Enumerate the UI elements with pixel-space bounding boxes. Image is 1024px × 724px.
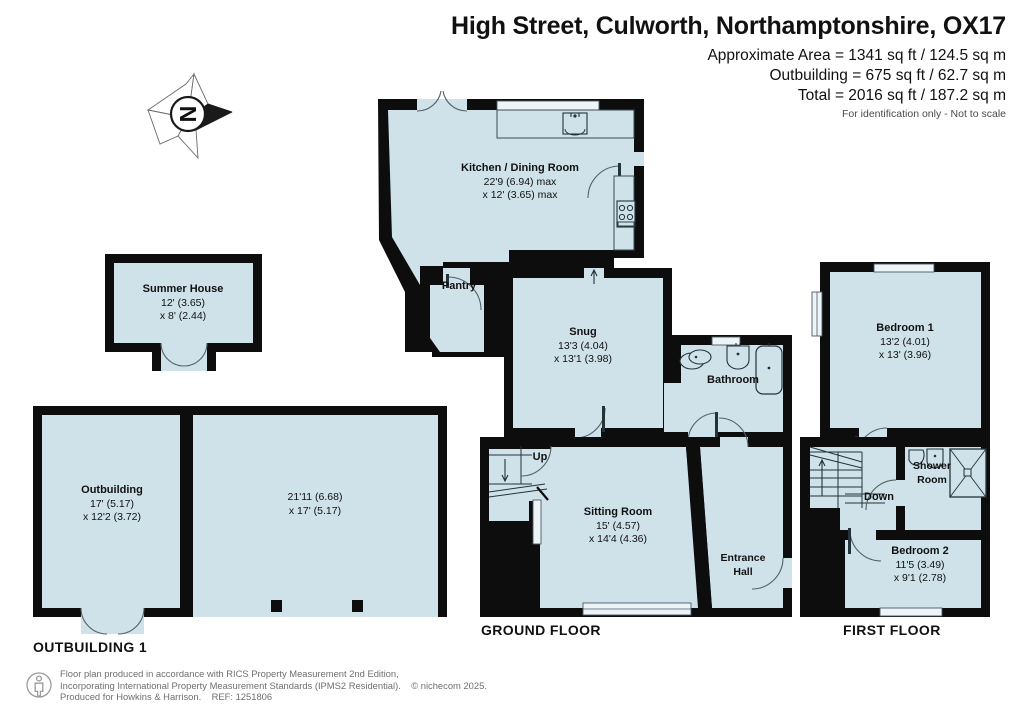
sitting-room-dim-2: x 14'4 (4.36)	[588, 533, 648, 545]
footer-copyright: © nichecom 2025.	[411, 679, 487, 691]
bedroom-2-dim-2: x 9'1 (2.78)	[893, 572, 947, 584]
compass-rose: N	[146, 72, 233, 160]
bedroom-2-dim-1: 11'5 (3.49)	[895, 558, 945, 571]
ground-floor-structure	[378, 90, 792, 617]
page-title: High Street, Culworth, Northamptonshire,…	[451, 12, 1006, 40]
shower-room-name-line1: Shower	[913, 460, 951, 472]
room-label-bedroom-2: Bedroom 2 11'5 (3.49) x 9'1 (2.78)	[891, 545, 948, 586]
caption-ground-floor: GROUND FLOOR	[481, 622, 601, 638]
room-label-outbuilding-b: 21'11 (6.68) x 17' (5.17)	[288, 491, 343, 518]
bedroom-2-name: Bedroom 2	[891, 545, 949, 557]
pantry-name: Pantry	[441, 280, 477, 292]
room-label-sitting-room: Sitting Room 15' (4.57) x 14'4 (4.36)	[584, 506, 652, 547]
first-floor-structure	[800, 262, 990, 617]
surveyor-person-icon	[26, 672, 52, 698]
outbuilding-structure	[33, 406, 447, 635]
kitchen-name: Kitchen / Dining Room	[461, 162, 579, 174]
summer-house-dim-1: 12' (3.65)	[160, 296, 206, 309]
kitchen-dim-1: 22'9 (6.94) max	[483, 175, 557, 188]
entrance-hall-name-line1: Entrance	[720, 552, 766, 564]
stair-label-up: Up	[532, 451, 548, 463]
outbuilding-area-line: Outbuilding = 675 sq ft / 62.7 sq m	[769, 67, 1006, 84]
footer-text: Floor plan produced in accordance with R…	[60, 668, 487, 703]
sitting-room-dim-1: 15' (4.57)	[595, 519, 641, 532]
snug-dim-1: 13'3 (4.04)	[558, 339, 608, 352]
svg-text:N: N	[175, 106, 201, 123]
disclaimer-note: For identification only - Not to scale	[842, 108, 1006, 120]
room-label-bedroom-1: Bedroom 1 13'2 (4.01) x 13' (3.96)	[876, 322, 933, 363]
room-label-kitchen: Kitchen / Dining Room 22'9 (6.94) max x …	[461, 162, 579, 203]
caption-first-floor: FIRST FLOOR	[843, 622, 941, 638]
room-label-outbuilding-a: Outbuilding 17' (5.17) x 12'2 (3.72)	[81, 484, 143, 525]
kitchen-dim-2: x 12' (3.65) max	[482, 189, 558, 201]
caption-outbuilding-1: OUTBUILDING 1	[33, 639, 148, 655]
bedroom-1-name: Bedroom 1	[876, 322, 934, 334]
room-label-summer-house: Summer House 12' (3.65) x 8' (2.44)	[143, 283, 224, 324]
room-label-shower-room: Shower Room	[913, 460, 951, 487]
footer-produced-for: Produced for Howkins & Harrison.	[60, 691, 202, 703]
footer-line-1: Floor plan produced in accordance with R…	[60, 668, 399, 679]
outbuilding-b-dim-1: 21'11 (6.68)	[287, 491, 343, 503]
bedroom-1-dim-1: 13'2 (4.01)	[880, 335, 930, 348]
outbuilding-a-dim-2: x 12'2 (3.72)	[82, 511, 142, 523]
room-label-snug: Snug 13'3 (4.04) x 13'1 (3.98)	[554, 326, 612, 367]
summer-house-structure	[105, 254, 262, 371]
bathroom-name: Bathroom	[707, 374, 759, 386]
outbuilding-a-dim-1: 17' (5.17)	[89, 497, 135, 510]
stair-label-down: Down	[864, 491, 894, 503]
room-label-pantry: Pantry	[442, 280, 476, 294]
outbuilding-a-name: Outbuilding	[81, 484, 143, 496]
area-summary: Approximate Area = 1341 sq ft / 124.5 sq…	[707, 46, 1006, 106]
snug-dim-2: x 13'1 (3.98)	[553, 353, 613, 365]
approximate-area-line: Approximate Area = 1341 sq ft / 124.5 sq…	[707, 47, 1006, 64]
summer-house-name: Summer House	[142, 283, 224, 295]
footer-line-2a: Incorporating International Property Mea…	[60, 679, 401, 691]
snug-name: Snug	[569, 326, 597, 338]
total-area-line: Total = 2016 sq ft / 187.2 sq m	[797, 87, 1006, 104]
room-label-bathroom: Bathroom	[707, 374, 759, 388]
room-label-entrance-hall: Entrance Hall	[721, 552, 766, 579]
sitting-room-name: Sitting Room	[583, 506, 653, 518]
shower-room-name-line2: Room	[917, 473, 947, 486]
bedroom-1-dim-2: x 13' (3.96)	[878, 349, 932, 361]
footer-reference: REF: 1251806	[211, 691, 273, 703]
entrance-hall-name-line2: Hall	[733, 565, 753, 578]
outbuilding-b-dim-2: x 17' (5.17)	[288, 504, 342, 517]
summer-house-dim-2: x 8' (2.44)	[159, 310, 207, 322]
